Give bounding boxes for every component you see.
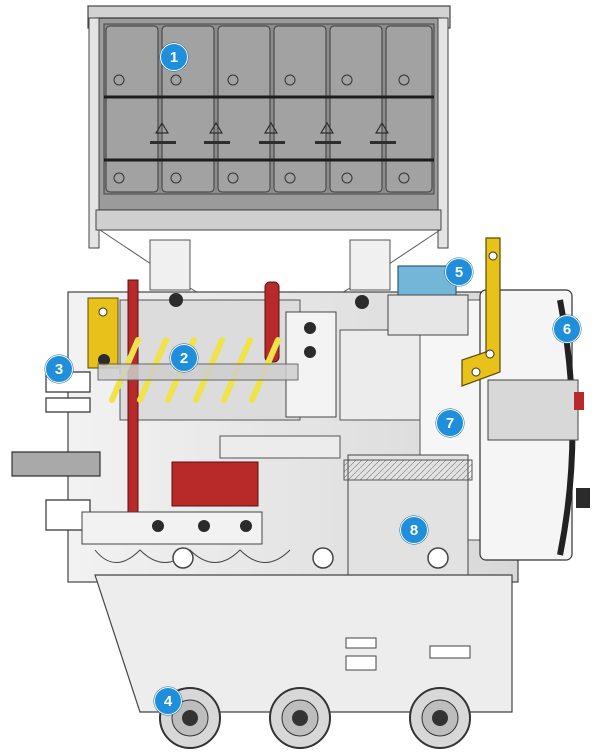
arc-chute-housing [87,5,451,249]
callout-3: 3 [45,355,73,383]
support-frame [99,229,441,301]
callout-5: 5 [445,258,473,286]
spring-shaft [97,363,299,381]
wheel-middle [269,687,331,749]
wheels [159,687,471,749]
callout-6: 6 [553,315,581,343]
yellow-lever [461,237,501,387]
wheel-right [409,687,471,749]
arc-chute-cells [105,25,433,193]
callout-1: 1 [160,43,188,71]
callout-4: 4 [154,687,182,715]
left-terminals [11,371,101,531]
truck-chassis [94,547,513,713]
left-yellow-bracket [87,297,119,369]
red-block [171,435,341,507]
dark-bolts [169,293,369,358]
lower-bar [81,511,291,563]
motor-housing [479,289,590,561]
callout-2: 2 [170,344,198,372]
callout-7: 7 [436,409,464,437]
callout-8: 8 [400,516,428,544]
